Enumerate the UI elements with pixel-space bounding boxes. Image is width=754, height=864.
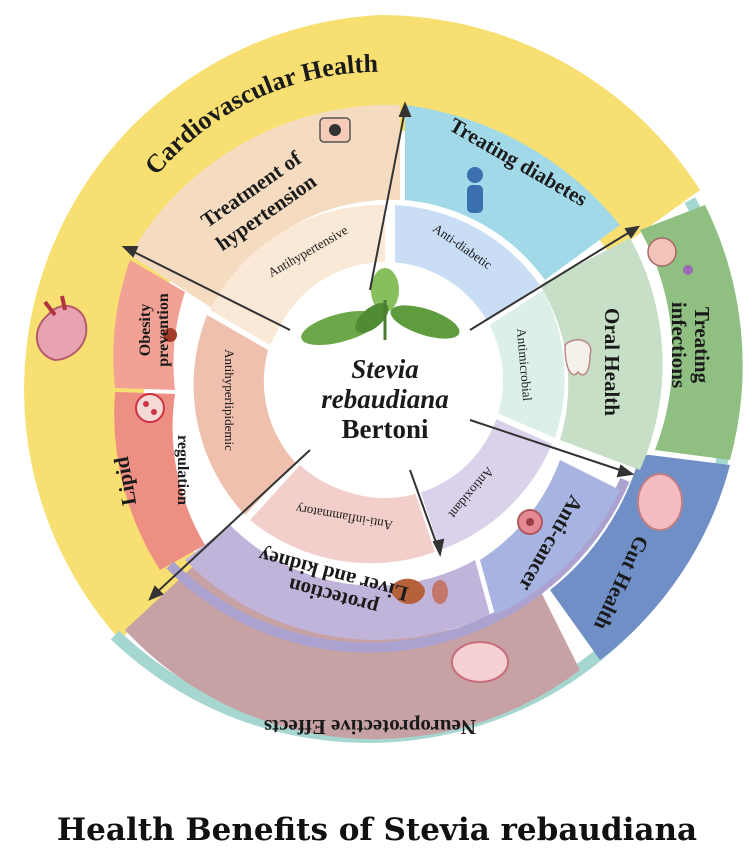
obesity-label-2: prevention	[155, 293, 172, 367]
inner-microbial	[482, 290, 565, 438]
oral-health-label: Oral Health	[600, 308, 624, 416]
obesity-icon	[163, 328, 177, 342]
neuroprotective-label: Neuroprotective Effects	[264, 715, 476, 739]
liver-kidney-sector	[185, 525, 490, 640]
center-title-1: Stevia	[351, 354, 419, 384]
infections-label-2: infections	[667, 302, 691, 388]
liver-kidney-icon	[390, 578, 448, 604]
stevia-leaf-icon	[301, 268, 460, 346]
center-title-3: Bertoni	[342, 414, 429, 444]
lipid-sector	[114, 392, 205, 570]
blood-pressure-icon	[319, 117, 351, 143]
brain-icon	[451, 641, 509, 683]
inner-oxidant	[420, 415, 552, 550]
inner-hyperlipidemic	[193, 315, 295, 515]
obesity-sector	[113, 260, 185, 390]
purple-band	[166, 477, 630, 653]
intestine-icon	[637, 473, 683, 531]
oral-health-sector	[540, 238, 663, 470]
gut-health-sector	[550, 455, 730, 660]
obesity-label-1: Obesity	[137, 304, 154, 356]
antihyperlipidemic-label: Antihyperlipidemic	[222, 349, 237, 451]
stevia-benefits-wheel: Cardiovascular Health Neuroprotective Ef…	[24, 14, 743, 743]
hypertension-sector	[130, 104, 400, 310]
center-title-2: rebaudiana	[321, 384, 449, 414]
figure-caption: Health Benefits of Stevia rebaudiana	[56, 812, 698, 848]
lipid-label-2: regulation	[174, 435, 191, 505]
arrow-lines	[121, 101, 641, 601]
tooth-icon	[564, 339, 592, 376]
inner-diabetic	[395, 205, 540, 325]
heart-icon	[35, 295, 88, 362]
inner-hypertensive	[210, 204, 385, 345]
antimicrobial-label: Antimicrobial	[514, 328, 535, 402]
cardiovascular-sector	[380, 14, 700, 255]
diabetes-sector	[405, 105, 620, 280]
diabetes-person-icon	[467, 167, 483, 213]
infections-label-1: Treating	[690, 307, 714, 384]
cardiovascular-band	[24, 15, 380, 640]
throat-infection-icon	[647, 237, 693, 275]
cancer-cell-icon	[517, 509, 543, 535]
infections-sector	[640, 205, 743, 460]
blood-cell-icon	[135, 393, 165, 423]
anticancer-sector	[480, 460, 620, 615]
inner-inflammatory	[250, 465, 435, 564]
